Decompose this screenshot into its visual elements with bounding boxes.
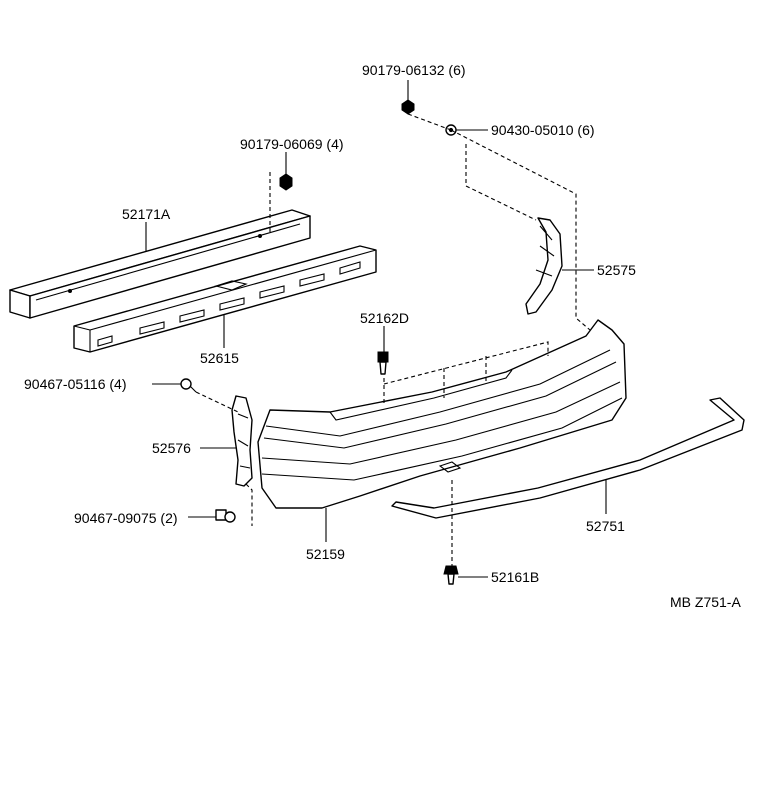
assembly-lines: [195, 113, 591, 566]
label-90467-05116: 90467-05116 (4): [24, 376, 127, 392]
clip-90467-05116: [180, 378, 197, 393]
retainer-52162D: [377, 351, 389, 375]
label-52162D: 52162D: [360, 310, 410, 326]
label-90179-06069: 90179-06069 (4): [240, 136, 344, 152]
bracket-52576: [231, 395, 253, 487]
bumper-cover-52159: [257, 319, 627, 509]
bracket-52575: [525, 217, 563, 315]
label-90467-09075: 90467-09075 (2): [74, 510, 178, 526]
retainer-52161B: [443, 565, 459, 585]
diagram-code: MB Z751-A: [670, 594, 741, 610]
label-52159: 52159: [306, 546, 345, 562]
label-90430-05010: 90430-05010 (6): [491, 122, 595, 138]
clip-90467-09075: [215, 509, 236, 523]
leader-lines: [145, 80, 607, 578]
label-52751: 52751: [586, 518, 625, 534]
label-52161B: 52161B: [491, 569, 540, 585]
label-52576: 52576: [152, 440, 191, 456]
absorber-52615: [73, 245, 377, 353]
label-52615: 52615: [200, 350, 239, 366]
label-52575: 52575: [597, 262, 636, 278]
clip-nut-90179-06132: [401, 99, 415, 115]
reinforcement-beam-52171A: [9, 209, 311, 319]
label-90179-06132: 90179-06132 (6): [362, 62, 466, 78]
label-52171A: 52171A: [122, 206, 171, 222]
moulding-52751: [391, 397, 745, 519]
clip-nut-90179-06069: [279, 173, 293, 191]
